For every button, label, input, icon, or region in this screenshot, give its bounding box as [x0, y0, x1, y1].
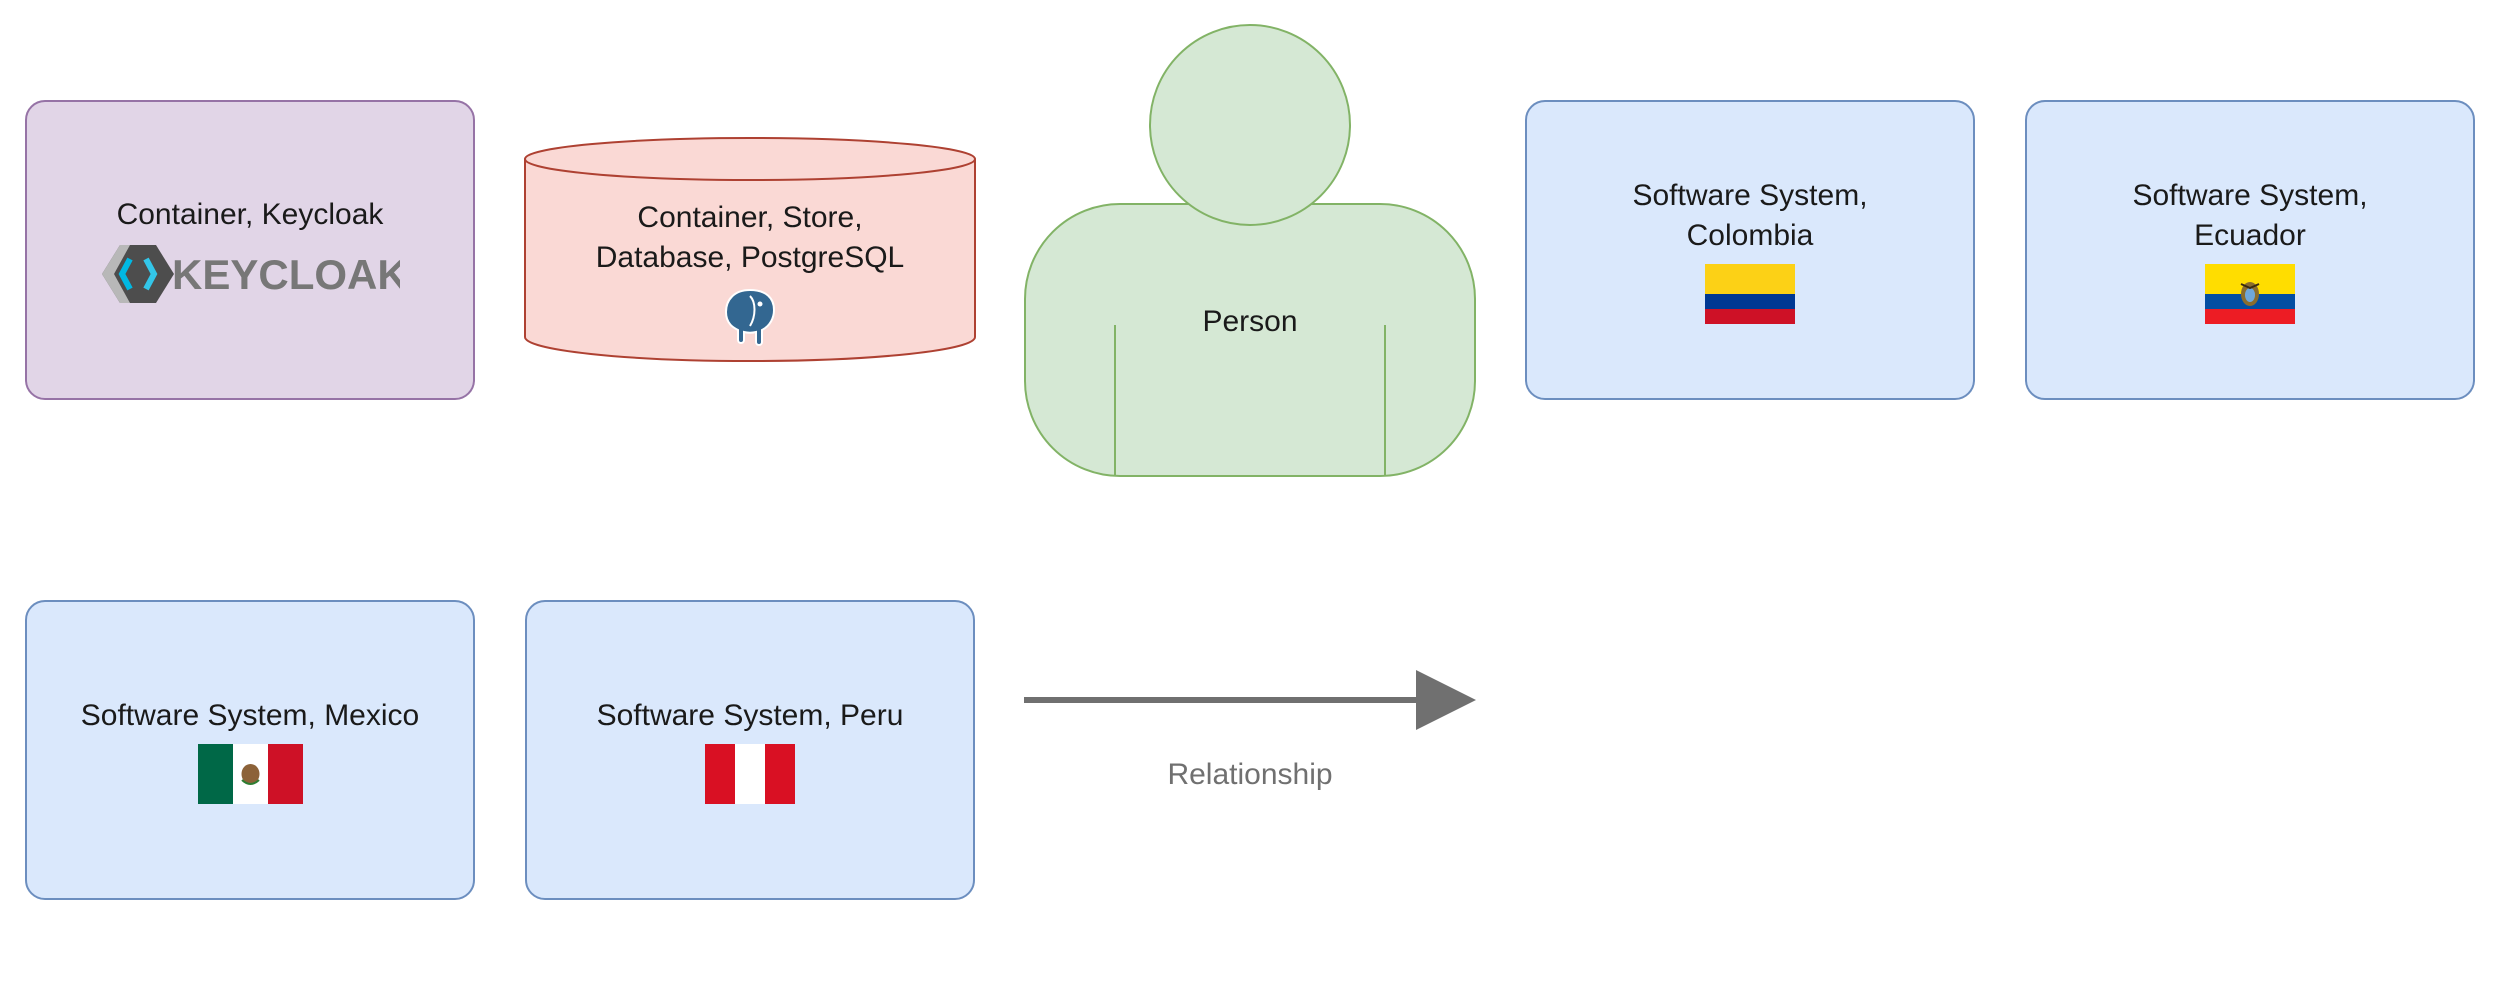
relationship-label: Relationship [1167, 758, 1333, 791]
peru-flag-icon [705, 744, 795, 804]
keycloak-container-label: Container, Keycloak [116, 198, 384, 231]
relationship-arrow[interactable] [1024, 668, 1479, 732]
keycloak-container[interactable]: Container, Keycloak KEYCLOAK [25, 100, 475, 400]
person-label: Person [1202, 305, 1298, 338]
software-system-peru[interactable]: Software System, Peru [525, 600, 975, 900]
cylinder-shape [524, 137, 976, 362]
colombia-flag-icon [1705, 264, 1795, 324]
peru-label: Software System, Peru [596, 699, 904, 732]
ecuador-flag-icon [2205, 264, 2295, 324]
postgresql-elephant-icon [724, 288, 776, 346]
colombia-label: Software System, Colombia [1632, 179, 1868, 252]
keycloak-logo-text: KEYCLOAK [172, 251, 400, 298]
ecuador-label: Software System, Ecuador [2132, 179, 2368, 252]
mexico-flag-icon [197, 744, 303, 804]
relationship-label-container: Relationship [1024, 750, 1476, 800]
person-icon [1024, 24, 1476, 477]
software-system-colombia[interactable]: Software System, Colombia [1525, 100, 1975, 400]
software-system-mexico[interactable]: Software System, Mexico [25, 600, 475, 900]
postgres-store-label: Container, Store, Database, PostgreSQL [595, 201, 905, 274]
postgres-store[interactable]: Container, Store, Database, PostgreSQL [524, 137, 976, 365]
keycloak-logo-icon: KEYCLOAK [102, 245, 400, 303]
person-shape[interactable]: Person [1024, 22, 1476, 478]
mexico-label: Software System, Mexico [80, 699, 420, 732]
software-system-ecuador[interactable]: Software System, Ecuador [2025, 100, 2475, 400]
